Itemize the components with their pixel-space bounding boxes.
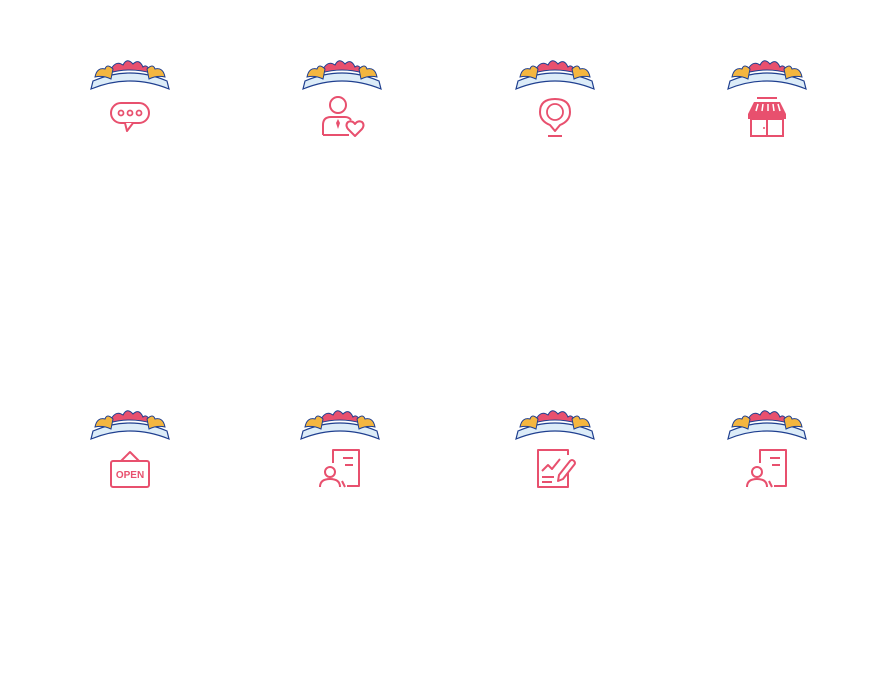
chat-bubble-icon <box>110 102 150 132</box>
icon-tile-profile-document[interactable] <box>722 405 812 495</box>
crown-banner-icon <box>515 60 595 91</box>
store-icon <box>748 97 786 137</box>
crown-banner-icon <box>515 410 595 441</box>
icon-tile-store[interactable] <box>722 55 812 145</box>
icon-tile-user-document[interactable] <box>295 405 385 495</box>
crown-banner-icon <box>90 60 170 91</box>
crown-banner-icon <box>727 60 807 91</box>
user-heart-icon <box>322 96 365 137</box>
crown-banner-icon <box>300 410 380 441</box>
location-pin-icon <box>539 98 571 137</box>
icon-tile-report-edit[interactable] <box>510 405 600 495</box>
crown-banner-icon <box>727 410 807 441</box>
crown-banner-icon <box>90 410 170 441</box>
icon-tile-chat[interactable] <box>85 55 175 145</box>
icon-tile-location[interactable] <box>510 55 600 145</box>
open-sign-icon: OPEN <box>110 451 150 488</box>
report-edit-icon <box>537 449 576 488</box>
crown-banner-icon <box>302 60 382 91</box>
icon-tile-open-sign[interactable]: OPEN <box>85 405 175 495</box>
user-document-icon <box>746 449 787 488</box>
icon-tile-user-heart[interactable] <box>297 55 387 145</box>
open-sign-text: OPEN <box>116 470 144 481</box>
user-document-icon <box>319 449 360 488</box>
